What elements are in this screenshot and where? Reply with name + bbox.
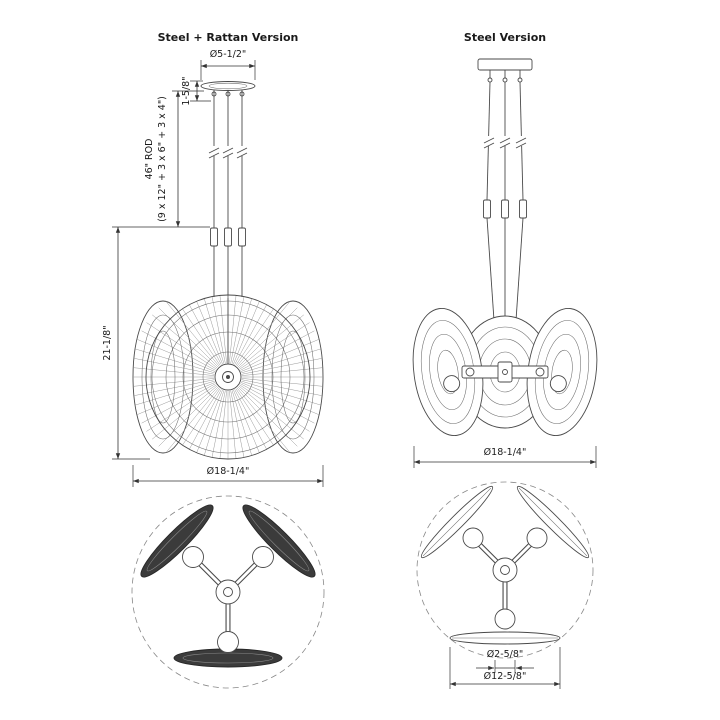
fixture-diameter-label-left: Ø18-1/4" (207, 466, 250, 477)
dim-fixture-diameter-left: Ø18-1/4" (132, 465, 324, 487)
disc-diameter-label: Ø12-5/8" (484, 671, 527, 682)
bottom-view-rattan (131, 495, 325, 689)
left-elevation: Steel + Rattan Version Ø5-1/2" 1-5/8" (102, 31, 324, 487)
hub-top-view-rattan (215, 579, 241, 605)
glass-ball (526, 527, 548, 549)
canopy (200, 81, 256, 97)
bottom-view-steel: Ø2-5/8" Ø12-5/8" (416, 481, 594, 689)
rattan-disc-top-right (242, 504, 316, 578)
rod-length-label-line1: 46" ROD (144, 139, 155, 180)
dim-canopy-diameter: Ø5-1/2" (200, 49, 256, 80)
canopy-diameter-label: Ø5-1/2" (210, 49, 247, 60)
glass-ball (252, 546, 274, 568)
dashed-envelope-circle-left (131, 495, 325, 689)
left-title: Steel + Rattan Version (158, 31, 299, 44)
rattan-weave-spokes (133, 295, 323, 459)
rattan-fixture (132, 294, 324, 460)
glass-ball (494, 608, 516, 630)
glass-ball (549, 375, 567, 393)
suspension-rods-steel (483, 81, 527, 336)
right-title: Steel Version (464, 31, 546, 44)
rod-connectors (210, 227, 246, 247)
canopy-steel (477, 58, 533, 83)
overall-height-label: 21-1/8" (102, 325, 113, 360)
rod-connectors-steel (483, 199, 527, 219)
steel-disc-bottom-topview (449, 631, 561, 645)
steel-disc-right (526, 307, 598, 437)
rattan-disc-bottom (173, 648, 283, 668)
rod-break-marks-steel (483, 136, 527, 149)
glass-ball (217, 631, 239, 653)
rattan-disc-top-left (140, 504, 214, 578)
fixture-arm-bar (461, 361, 549, 383)
steel-disc-top-left-topview (420, 485, 494, 559)
dim-fixture-diameter-right: Ø18-1/4" (413, 446, 597, 468)
suspension-rods (208, 90, 248, 298)
glass-ball (182, 546, 204, 568)
dim-ball-diameter: Ø2-5/8" (476, 649, 534, 673)
right-elevation: Steel Version (412, 31, 598, 468)
rod-length-label-line2: (9 x 12" + 3 x 6" + 3 x 4") (157, 96, 168, 222)
fixture-diameter-label-right: Ø18-1/4" (484, 447, 527, 458)
steel-fixture (412, 307, 598, 437)
ball-diameter-label: Ø2-5/8" (487, 649, 524, 660)
dashed-envelope-circle-right (416, 481, 594, 659)
glass-ball (443, 375, 461, 393)
dim-disc-diameter: Ø12-5/8" (449, 647, 561, 689)
glass-ball (462, 527, 484, 549)
rattan-front-disc-outline (145, 294, 311, 460)
steel-disc-top-right-topview (516, 485, 590, 559)
hub-top-view-steel (492, 557, 518, 583)
dim-overall-height: 21-1/8" (102, 226, 210, 460)
dim-rod-length: 46" ROD (9 x 12" + 3 x 6" + 3 x 4") (144, 90, 204, 227)
rod-break-marks (208, 146, 248, 159)
